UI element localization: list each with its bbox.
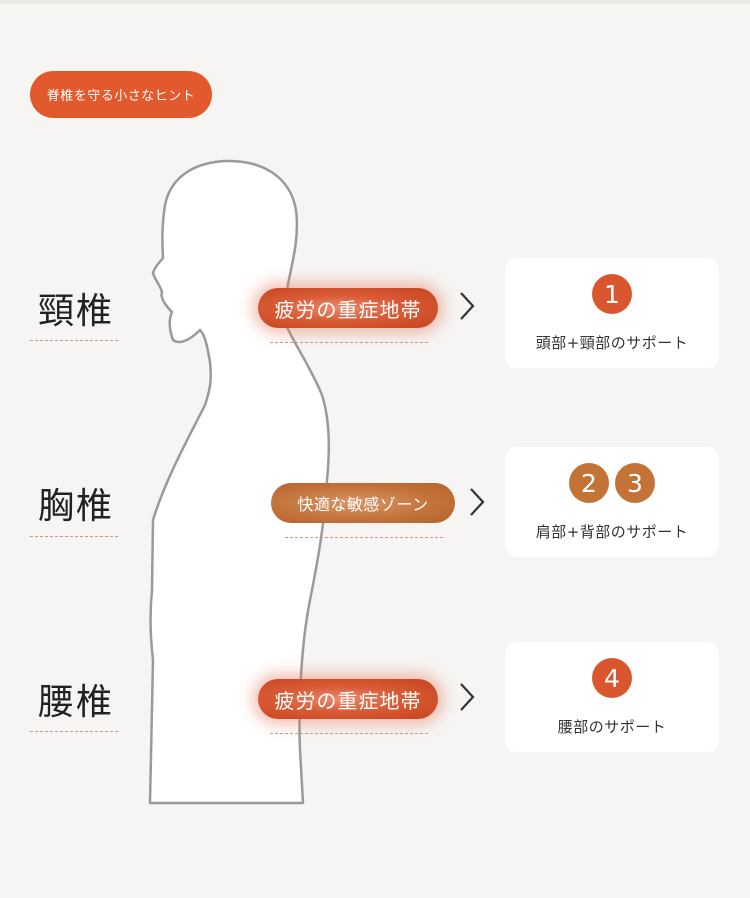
header-pill: 脊椎を守る小さなヒント	[30, 71, 212, 118]
tag-underline-cervical	[270, 342, 428, 343]
chevron-right-icon	[470, 488, 485, 516]
tag-lumbar: 疲労の重症地帯	[258, 679, 438, 719]
badge-group: 4	[505, 658, 719, 698]
tag-underline-lumbar	[270, 733, 428, 734]
tag-underline-thoracic	[285, 537, 443, 538]
card-text: 腰部のサポート	[557, 718, 667, 736]
number-badge: 1	[592, 274, 632, 314]
support-card-shoulder-back: 2 3 肩部+背部のサポート	[505, 447, 719, 557]
header-title: 脊椎を守る小さなヒント	[46, 89, 196, 104]
label-underline-cervical	[30, 340, 118, 341]
chevron-right-icon	[460, 292, 475, 320]
chevron-right-icon	[460, 683, 475, 711]
tag-text-thoracic: 快適な敏感ゾーン	[297, 495, 429, 514]
tag-cervical: 疲労の重症地帯	[258, 288, 438, 328]
label-underline-thoracic	[30, 536, 118, 537]
badge-group: 2 3	[505, 463, 719, 503]
card-text: 肩部+背部のサポート	[535, 523, 689, 541]
support-card-head-neck: 1 頭部+頸部のサポート	[505, 258, 719, 368]
number-badge: 2	[569, 463, 609, 503]
tag-text-lumbar: 疲労の重症地帯	[274, 688, 422, 713]
number-badge: 4	[592, 658, 632, 698]
top-divider	[0, 0, 750, 4]
tag-text-cervical: 疲労の重症地帯	[274, 297, 422, 322]
number-badge: 3	[615, 463, 655, 503]
region-label-thoracic: 胸椎	[38, 486, 115, 527]
badge-group: 1	[505, 274, 719, 314]
region-label-lumbar: 腰椎	[38, 682, 115, 723]
tag-thoracic: 快適な敏感ゾーン	[271, 483, 455, 523]
card-text: 頭部+頸部のサポート	[535, 334, 689, 352]
label-underline-lumbar	[30, 731, 118, 732]
support-card-waist: 4 腰部のサポート	[505, 642, 719, 752]
region-label-cervical: 頸椎	[38, 291, 115, 332]
